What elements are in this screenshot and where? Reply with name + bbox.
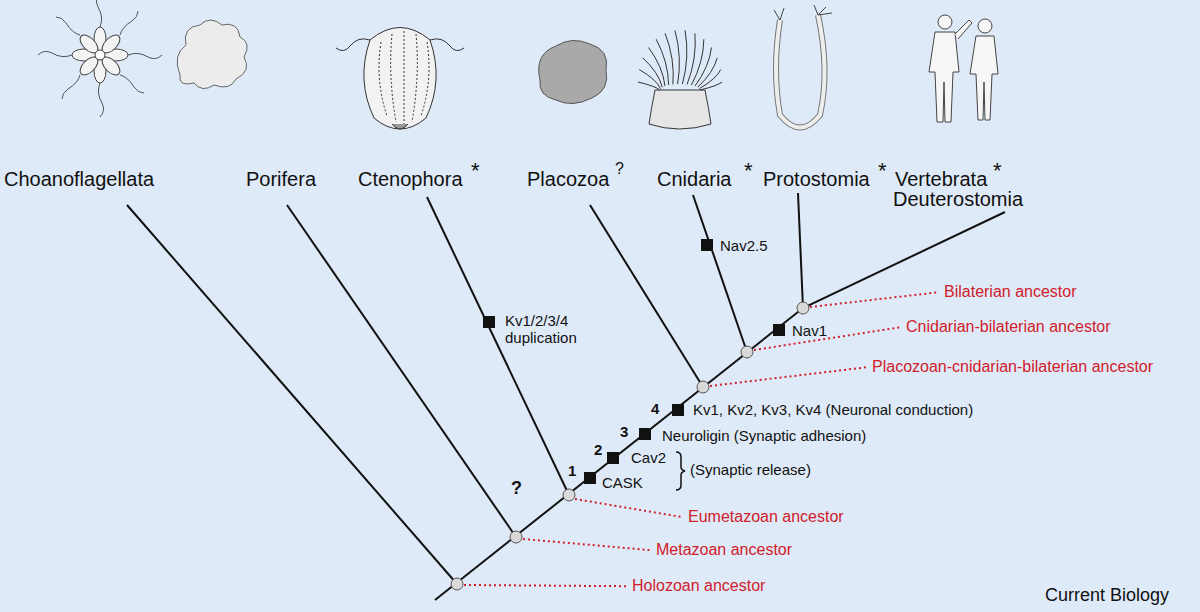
gene-event: Kv1, Kv2, Kv3, Kv4 (Neuronal conduction)	[693, 401, 973, 418]
ancestor-label: Placozoan-cnidarian-bilaterian ancestor	[872, 358, 1153, 376]
callout-number: 2	[594, 441, 602, 458]
journal-watermark: Current Biology	[1045, 585, 1169, 606]
leader-line	[575, 499, 683, 517]
placozoan-figure	[539, 40, 607, 103]
function-note: (Synaptic release)	[690, 461, 811, 478]
bracket	[676, 452, 685, 490]
gene-event: Neuroligin (Synaptic adhesion)	[662, 427, 866, 444]
ancestor-label: Holozoan ancestor	[632, 577, 765, 595]
ancestor-nodes	[451, 302, 809, 590]
taxon-name: Cnidaria	[657, 168, 731, 191]
taxon-name: Choanoflagellata	[4, 168, 154, 191]
ancestor-label: Metazoan ancestor	[656, 541, 792, 559]
ancestor-label: Bilaterian ancestor	[944, 283, 1077, 301]
taxon-name: Protostomia	[763, 168, 870, 191]
callout-number: 4	[651, 400, 659, 417]
leader-line	[464, 585, 627, 586]
taxon-name: Placozoa	[527, 168, 609, 191]
leader-line	[754, 327, 901, 350]
gene-event: CASK	[602, 474, 643, 491]
choanoflagellate-figure	[38, 0, 162, 117]
gene-markers	[483, 239, 785, 484]
tree-branches	[127, 193, 1005, 600]
asterisk: *	[471, 158, 480, 183]
leader-line	[810, 292, 939, 307]
taxon-name: Vertebrata	[895, 168, 987, 191]
taxon-name: Ctenophora	[358, 168, 463, 191]
ancestor-label: Eumetazoan ancestor	[688, 508, 844, 526]
taxon-name: Porifera	[246, 168, 316, 191]
gene-event: Nav1	[792, 322, 827, 339]
polychaete-figure	[774, 5, 832, 128]
anemone-figure	[638, 30, 722, 129]
asterisk: *	[993, 158, 1002, 183]
human-figures	[929, 15, 998, 122]
gene-event: Nav2.5	[720, 237, 768, 254]
ancestor-label: Cnidarian-bilaterian ancestor	[906, 318, 1111, 336]
gene-event: Kv1/2/3/4 duplication	[505, 312, 595, 347]
leader-line	[523, 539, 651, 550]
ctenophore-figure	[336, 28, 464, 130]
question-mark: ?	[615, 160, 624, 178]
leader-lines	[464, 292, 939, 586]
question-mark: ?	[511, 478, 522, 499]
asterisk: *	[878, 158, 887, 183]
taxon-name: Deuterostomia	[893, 188, 1023, 211]
sponge-figure	[177, 20, 247, 89]
gene-event: Cav2	[631, 449, 666, 466]
leader-line	[710, 367, 867, 386]
callout-number: 1	[568, 462, 576, 479]
asterisk: *	[744, 158, 753, 183]
callout-number: 3	[620, 423, 628, 440]
